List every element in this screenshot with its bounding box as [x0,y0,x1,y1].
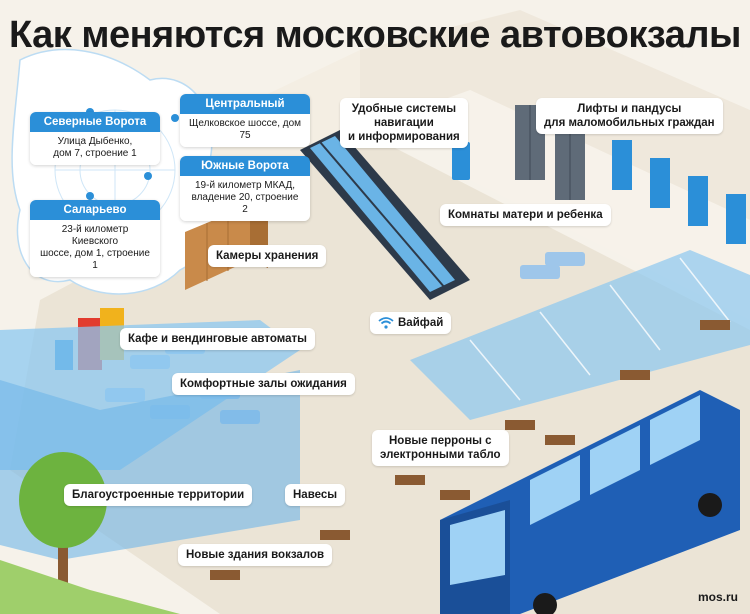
label-navigation: Удобные системы навигации и информирован… [340,98,468,148]
page-title: Как меняются московские автовокзалы [8,14,742,56]
platform-benches [210,320,730,580]
label-territories: Благоустроенные территории [64,484,253,506]
station-address: 23-й километр Киевского шоссе, дом 1, ст… [30,220,160,277]
station-card-severnye: Северные Ворота Улица Дыбенко, дом 7, ст… [30,112,160,165]
glass-canopy-right [410,250,750,420]
station-name: Южные Ворота [180,156,310,176]
wifi-label: Вайфай [398,317,444,329]
label-lifts: Лифты и пандусы для маломобильных гражда… [536,98,723,134]
label-wifi: Вайфай [370,312,452,334]
station-card-centralny: Центральный Щелковское шоссе, дом 75 [180,94,310,147]
escalator [300,130,470,300]
station-name: Саларьево [30,200,160,220]
station-name: Центральный [180,94,310,114]
pin-salarievo [86,192,94,200]
station-name: Северные Ворота [30,112,160,132]
station-card-salarievo: Саларьево 23-й километр Киевского шоссе,… [30,200,160,277]
lawn [0,560,180,614]
label-canopies: Навесы [285,484,346,506]
brand-logo-text: mos.ru [697,590,738,604]
station-address: Улица Дыбенко, дом 7, строение 1 [30,132,160,165]
windows [612,140,746,244]
label-mother-child: Комнаты матери и ребенка [440,204,611,226]
canopy-ribs [469,257,731,401]
label-platforms: Новые перроны с электронными табло [372,430,509,466]
bus [440,390,740,614]
lifts [515,105,585,200]
label-storage: Камеры хранения [208,245,327,267]
station-address: Щелковское шоссе, дом 75 [180,114,310,147]
tree [19,452,107,590]
pin-yuzhnye [144,172,152,180]
label-buildings: Новые здания вокзалов [178,544,333,566]
label-cafe: Кафе и вендинговые автоматы [120,328,315,350]
wifi-icon [378,317,394,329]
pin-centralny [171,114,179,122]
label-waiting: Комфортные залы ожидания [172,373,355,395]
station-address: 19-й километр МКАД, владение 20, строени… [180,176,310,221]
waiting-seats-right [520,252,585,279]
station-card-yuzhnye: Южные Ворота 19-й километр МКАД, владени… [180,156,310,221]
info-kiosk [452,142,470,180]
